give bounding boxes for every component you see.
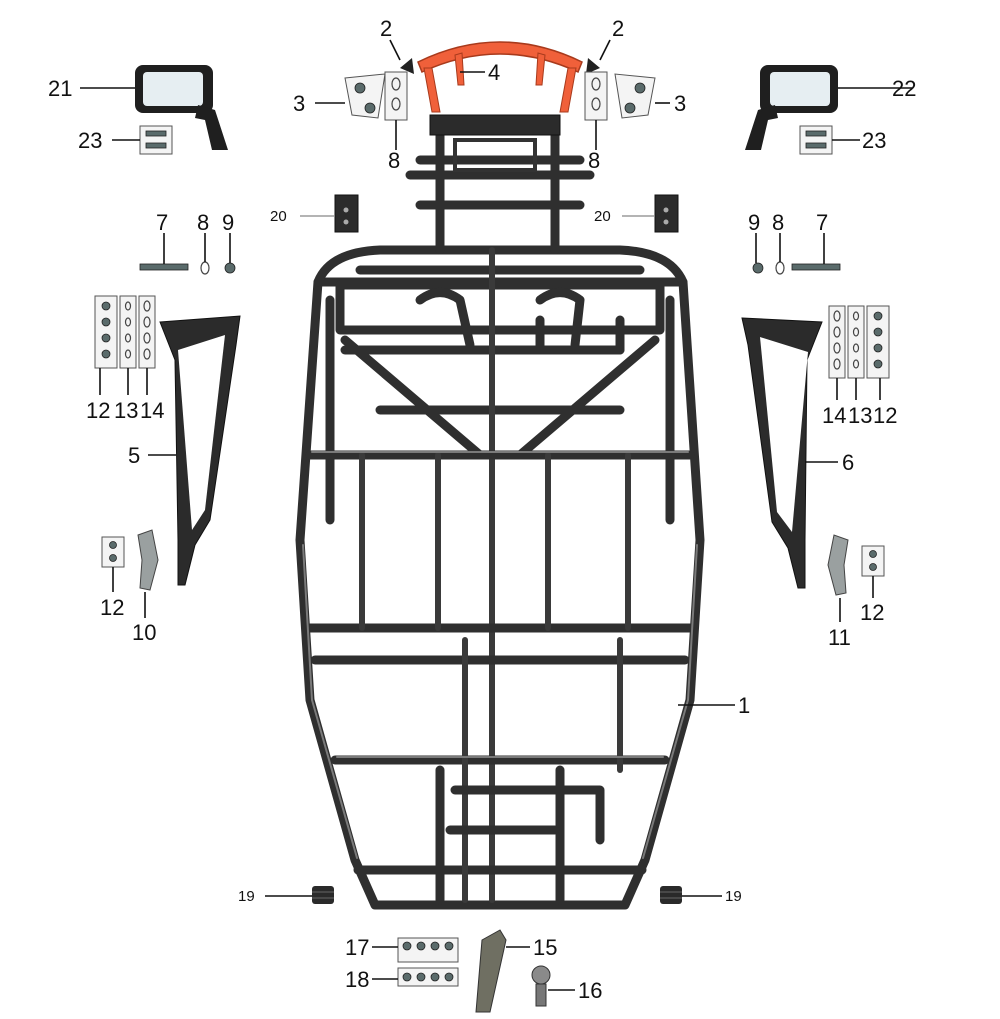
nut-set-18 [397,967,459,987]
callout-13-left: 13 [114,398,138,423]
bracket-kit-right [584,71,656,121]
mount-bracket-left [334,194,359,233]
callout-5: 5 [128,443,140,468]
small-bolt-kit-left [101,536,125,568]
callout-12-lower-right: 12 [860,600,884,625]
callout-8-top-right: 8 [588,148,600,173]
mount-bracket-right [654,194,679,233]
end-cap-left [400,58,414,74]
callout-2-left: 2 [380,16,392,41]
callout-8-mid-right: 8 [772,210,784,235]
side-panel-left [159,315,241,586]
main-frame [295,114,705,910]
bracket-kit-left [344,71,408,121]
long-bolt-right [752,261,841,275]
small-bolt-kit-right [861,545,885,577]
callout-8-mid-left: 8 [197,210,209,235]
side-panel-right [741,317,823,589]
bolt-kit-left [139,125,173,155]
callout-22: 22 [892,76,916,101]
callout-13-right: 13 [848,403,872,428]
front-roll-bar [417,41,583,113]
grommet-left [312,886,334,904]
callout-19-left: 19 [238,888,255,905]
mirror-left [135,65,228,150]
callout-16: 16 [578,978,602,1003]
callout-2-right: 2 [612,16,624,41]
callout-14-right: 14 [822,403,846,428]
hardware-kit-left [94,295,156,369]
callout-9-left: 9 [222,210,234,235]
callout-23-left: 23 [78,128,102,153]
callout-10: 10 [132,620,156,645]
hardware-kit-right [828,305,890,379]
callout-7-right: 7 [816,210,828,235]
bolt-set-17 [397,937,459,963]
callout-3-right: 3 [674,91,686,116]
long-bolt-left [139,261,236,275]
callout-14-left: 14 [140,398,164,423]
latch-right [827,534,849,596]
callout-12-upper-left: 12 [86,398,110,423]
end-cap-right [586,58,600,74]
callout-18: 18 [345,967,369,992]
callout-21: 21 [48,76,72,101]
callout-8-top-left: 8 [388,148,400,173]
callout-20-left: 20 [270,208,287,225]
grommet-right [660,886,682,904]
mirror-right [745,65,838,150]
latch-left [137,529,159,591]
callout-11: 11 [828,625,851,650]
callout-12-upper-right: 12 [873,403,897,428]
bolt-kit-right [799,125,833,155]
callout-9-right: 9 [748,210,760,235]
hitch-plate [475,929,507,1013]
callout-12-lower-left: 12 [100,595,124,620]
callout-23-right: 23 [862,128,886,153]
callout-1: 1 [738,693,750,718]
leader-lines [80,39,912,991]
callout-6: 6 [842,450,854,475]
callout-3-left: 3 [293,91,305,116]
hitch-ball [531,965,551,1007]
callout-15: 15 [533,935,557,960]
callout-20-right: 20 [594,208,611,225]
callout-19-right: 19 [725,888,742,905]
callout-labels: 21 23 2 2 4 3 3 8 8 22 23 20 20 7 8 9 9 … [48,16,916,1003]
callout-7-left: 7 [156,210,168,235]
callout-4: 4 [488,60,500,85]
callout-17: 17 [345,935,369,960]
